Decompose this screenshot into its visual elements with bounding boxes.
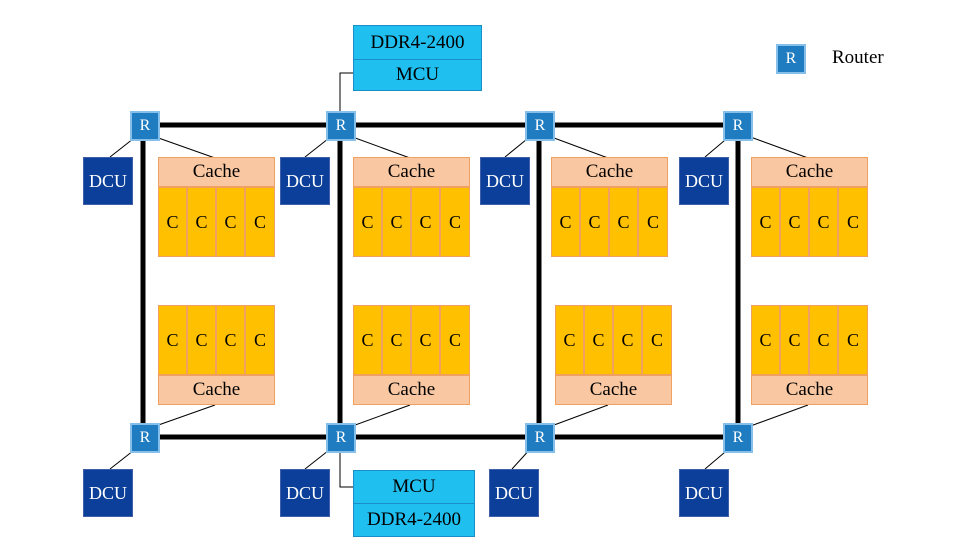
core-block: C bbox=[751, 187, 780, 257]
dcu-bottom-3: DCU bbox=[489, 469, 539, 517]
core-block: C bbox=[838, 305, 868, 375]
core-block: C bbox=[780, 187, 809, 257]
link-bottom-mcu bbox=[339, 447, 353, 488]
core-block: C bbox=[440, 187, 470, 257]
cache-block: Cache bbox=[158, 157, 275, 187]
core-block: C bbox=[216, 305, 245, 375]
router-bottom-3: R bbox=[525, 423, 555, 453]
core-block: C bbox=[440, 305, 470, 375]
link-r5-cache bbox=[149, 404, 216, 429]
link-r6-cache bbox=[346, 404, 411, 429]
dcu-top-4: DCU bbox=[679, 157, 729, 205]
core-block: C bbox=[580, 187, 609, 257]
core-block: C bbox=[584, 305, 613, 375]
router-bottom-4: R bbox=[723, 423, 753, 453]
router-top-3: R bbox=[525, 111, 555, 141]
core-block: C bbox=[411, 187, 440, 257]
bottom-ddr-box: DDR4-2400 bbox=[353, 503, 475, 537]
core-block: C bbox=[551, 187, 580, 257]
cache-block: Cache bbox=[551, 157, 668, 187]
dcu-top-3: DCU bbox=[480, 157, 530, 205]
router-top-2: R bbox=[326, 111, 356, 141]
core-block: C bbox=[411, 305, 440, 375]
top-mcu-box: MCU bbox=[353, 59, 482, 91]
dcu-bottom-1: DCU bbox=[83, 469, 133, 517]
core-block: C bbox=[382, 187, 411, 257]
cache-block: Cache bbox=[555, 375, 672, 405]
core-block: C bbox=[638, 187, 668, 257]
legend-router-icon: R bbox=[776, 44, 806, 74]
core-block: C bbox=[751, 305, 780, 375]
cache-block: Cache bbox=[751, 157, 868, 187]
core-block: C bbox=[216, 187, 245, 257]
core-block: C bbox=[555, 305, 584, 375]
dcu-top-1: DCU bbox=[83, 157, 133, 205]
router-bottom-2: R bbox=[326, 423, 356, 453]
core-block: C bbox=[187, 187, 216, 257]
router-top-4: R bbox=[723, 111, 753, 141]
link-r8-cache bbox=[744, 404, 809, 429]
top-ddr-box: DDR4-2400 bbox=[353, 25, 482, 60]
bottom-mcu-box: MCU bbox=[353, 470, 475, 504]
core-block: C bbox=[245, 187, 275, 257]
dcu-bottom-4: DCU bbox=[679, 469, 729, 517]
core-block: C bbox=[382, 305, 411, 375]
cache-block: Cache bbox=[353, 375, 470, 405]
core-block: C bbox=[780, 305, 809, 375]
cache-block: Cache bbox=[353, 157, 470, 187]
core-block: C bbox=[245, 305, 275, 375]
router-top-1: R bbox=[130, 111, 160, 141]
core-block: C bbox=[838, 187, 868, 257]
dcu-top-2: DCU bbox=[280, 157, 330, 205]
link-top-mcu bbox=[339, 72, 353, 115]
core-block: C bbox=[187, 305, 216, 375]
core-block: C bbox=[609, 187, 638, 257]
core-block: C bbox=[353, 187, 382, 257]
core-block: C bbox=[642, 305, 672, 375]
cache-block: Cache bbox=[751, 375, 868, 405]
core-block: C bbox=[809, 187, 838, 257]
link-r7-cache bbox=[545, 404, 609, 429]
link-r2-cache bbox=[346, 134, 411, 159]
core-block: C bbox=[158, 305, 187, 375]
core-block: C bbox=[613, 305, 642, 375]
link-r1-cache bbox=[149, 134, 216, 159]
core-block: C bbox=[353, 305, 382, 375]
link-r3-cache bbox=[545, 134, 609, 159]
router-bottom-1: R bbox=[130, 423, 160, 453]
legend-router-label: Router bbox=[832, 47, 884, 68]
core-block: C bbox=[158, 187, 187, 257]
dcu-bottom-2: DCU bbox=[280, 469, 330, 517]
core-block: C bbox=[809, 305, 838, 375]
cache-block: Cache bbox=[158, 375, 275, 405]
link-r4-cache bbox=[744, 134, 809, 159]
